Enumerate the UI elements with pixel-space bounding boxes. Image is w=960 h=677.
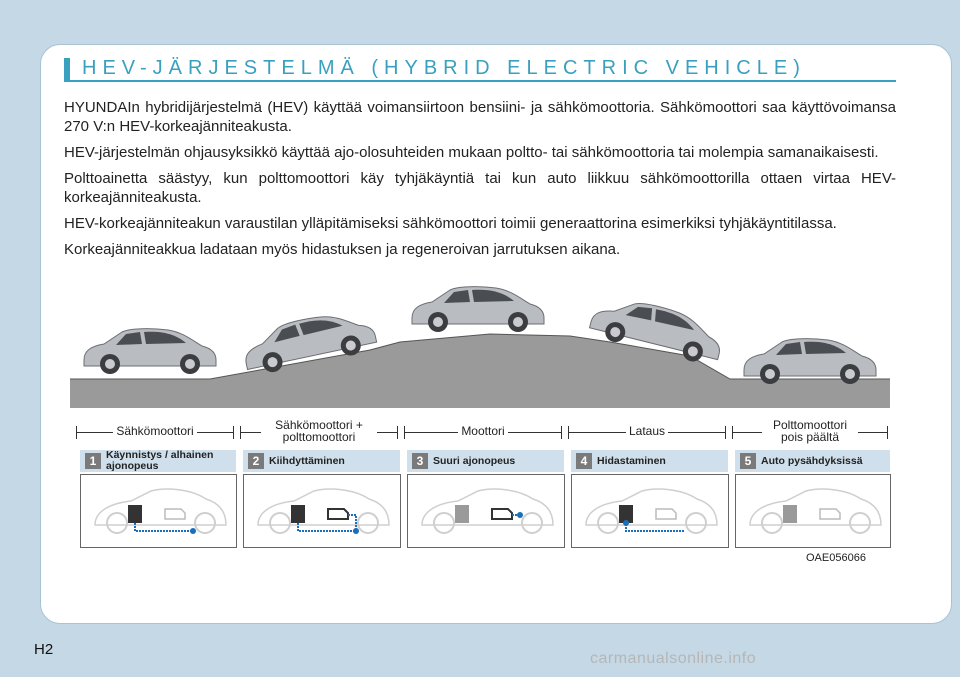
title-accent-bar bbox=[64, 58, 70, 80]
step-header-4: 4 Hidastaminen bbox=[571, 450, 728, 472]
driving-scene-illustration bbox=[70, 286, 890, 408]
power-flow-diagram-1 bbox=[80, 474, 237, 548]
step-header-2: 2 Kiihdyttäminen bbox=[243, 450, 400, 472]
step-number: 5 bbox=[740, 453, 756, 469]
step-header-1: 1 Käynnistys / alhainen ajonopeus bbox=[80, 450, 236, 472]
paragraph: HYUNDAIn hybridijärjestelmä (HEV) käyttä… bbox=[64, 99, 896, 135]
step-label: Auto pysähdyksissä bbox=[761, 454, 863, 467]
paragraph: Korkeajänniteakkua ladataan myös hidastu… bbox=[64, 241, 621, 258]
mode-labels: Sähkömoottori Sähkömoottori + polttomoot… bbox=[76, 413, 888, 449]
paragraph: Polttoainetta säästyy, kun polttomoottor… bbox=[64, 170, 896, 206]
step-header-3: 3 Suuri ajonopeus bbox=[407, 450, 564, 472]
step-label: Kiihdyttäminen bbox=[269, 454, 345, 467]
mode-label: Moottori bbox=[404, 413, 562, 449]
step-number: 2 bbox=[248, 453, 264, 469]
step-number: 3 bbox=[412, 453, 428, 469]
power-flow-diagram-4 bbox=[571, 474, 729, 548]
mode-label: Sähkömoottori + polttomoottori bbox=[240, 413, 398, 449]
watermark: carmanualsonline.info bbox=[590, 650, 757, 667]
section-title: HEV-JÄRJESTELMÄ (HYBRID ELECTRIC VEHICLE… bbox=[82, 57, 806, 79]
step-header-5: 5 Auto pysähdyksissä bbox=[735, 450, 890, 472]
power-flow-diagram-2 bbox=[243, 474, 401, 548]
step-label: Suuri ajonopeus bbox=[433, 454, 516, 467]
mode-label: Polttomoottori pois päältä bbox=[732, 413, 888, 449]
paragraph: HEV-järjestelmän ohjausyksikkö käyttää a… bbox=[64, 144, 879, 161]
mode-label: Sähkömoottori bbox=[76, 413, 234, 449]
paragraph: HEV-korkeajänniteakun varaustilan ylläpi… bbox=[64, 215, 837, 232]
image-code: OAE056066 bbox=[806, 552, 866, 564]
body-text: HYUNDAIn hybridijärjestelmä (HEV) käyttä… bbox=[64, 98, 896, 266]
title-underline bbox=[64, 80, 896, 82]
page-number: H2 bbox=[34, 641, 54, 658]
power-flow-diagram-3 bbox=[407, 474, 565, 548]
step-number: 1 bbox=[85, 453, 101, 469]
step-number: 4 bbox=[576, 453, 592, 469]
step-label: Käynnistys / alhainen ajonopeus bbox=[106, 449, 214, 472]
power-flow-diagram-5 bbox=[735, 474, 891, 548]
mode-label: Lataus bbox=[568, 413, 726, 449]
step-label: Hidastaminen bbox=[597, 454, 666, 467]
